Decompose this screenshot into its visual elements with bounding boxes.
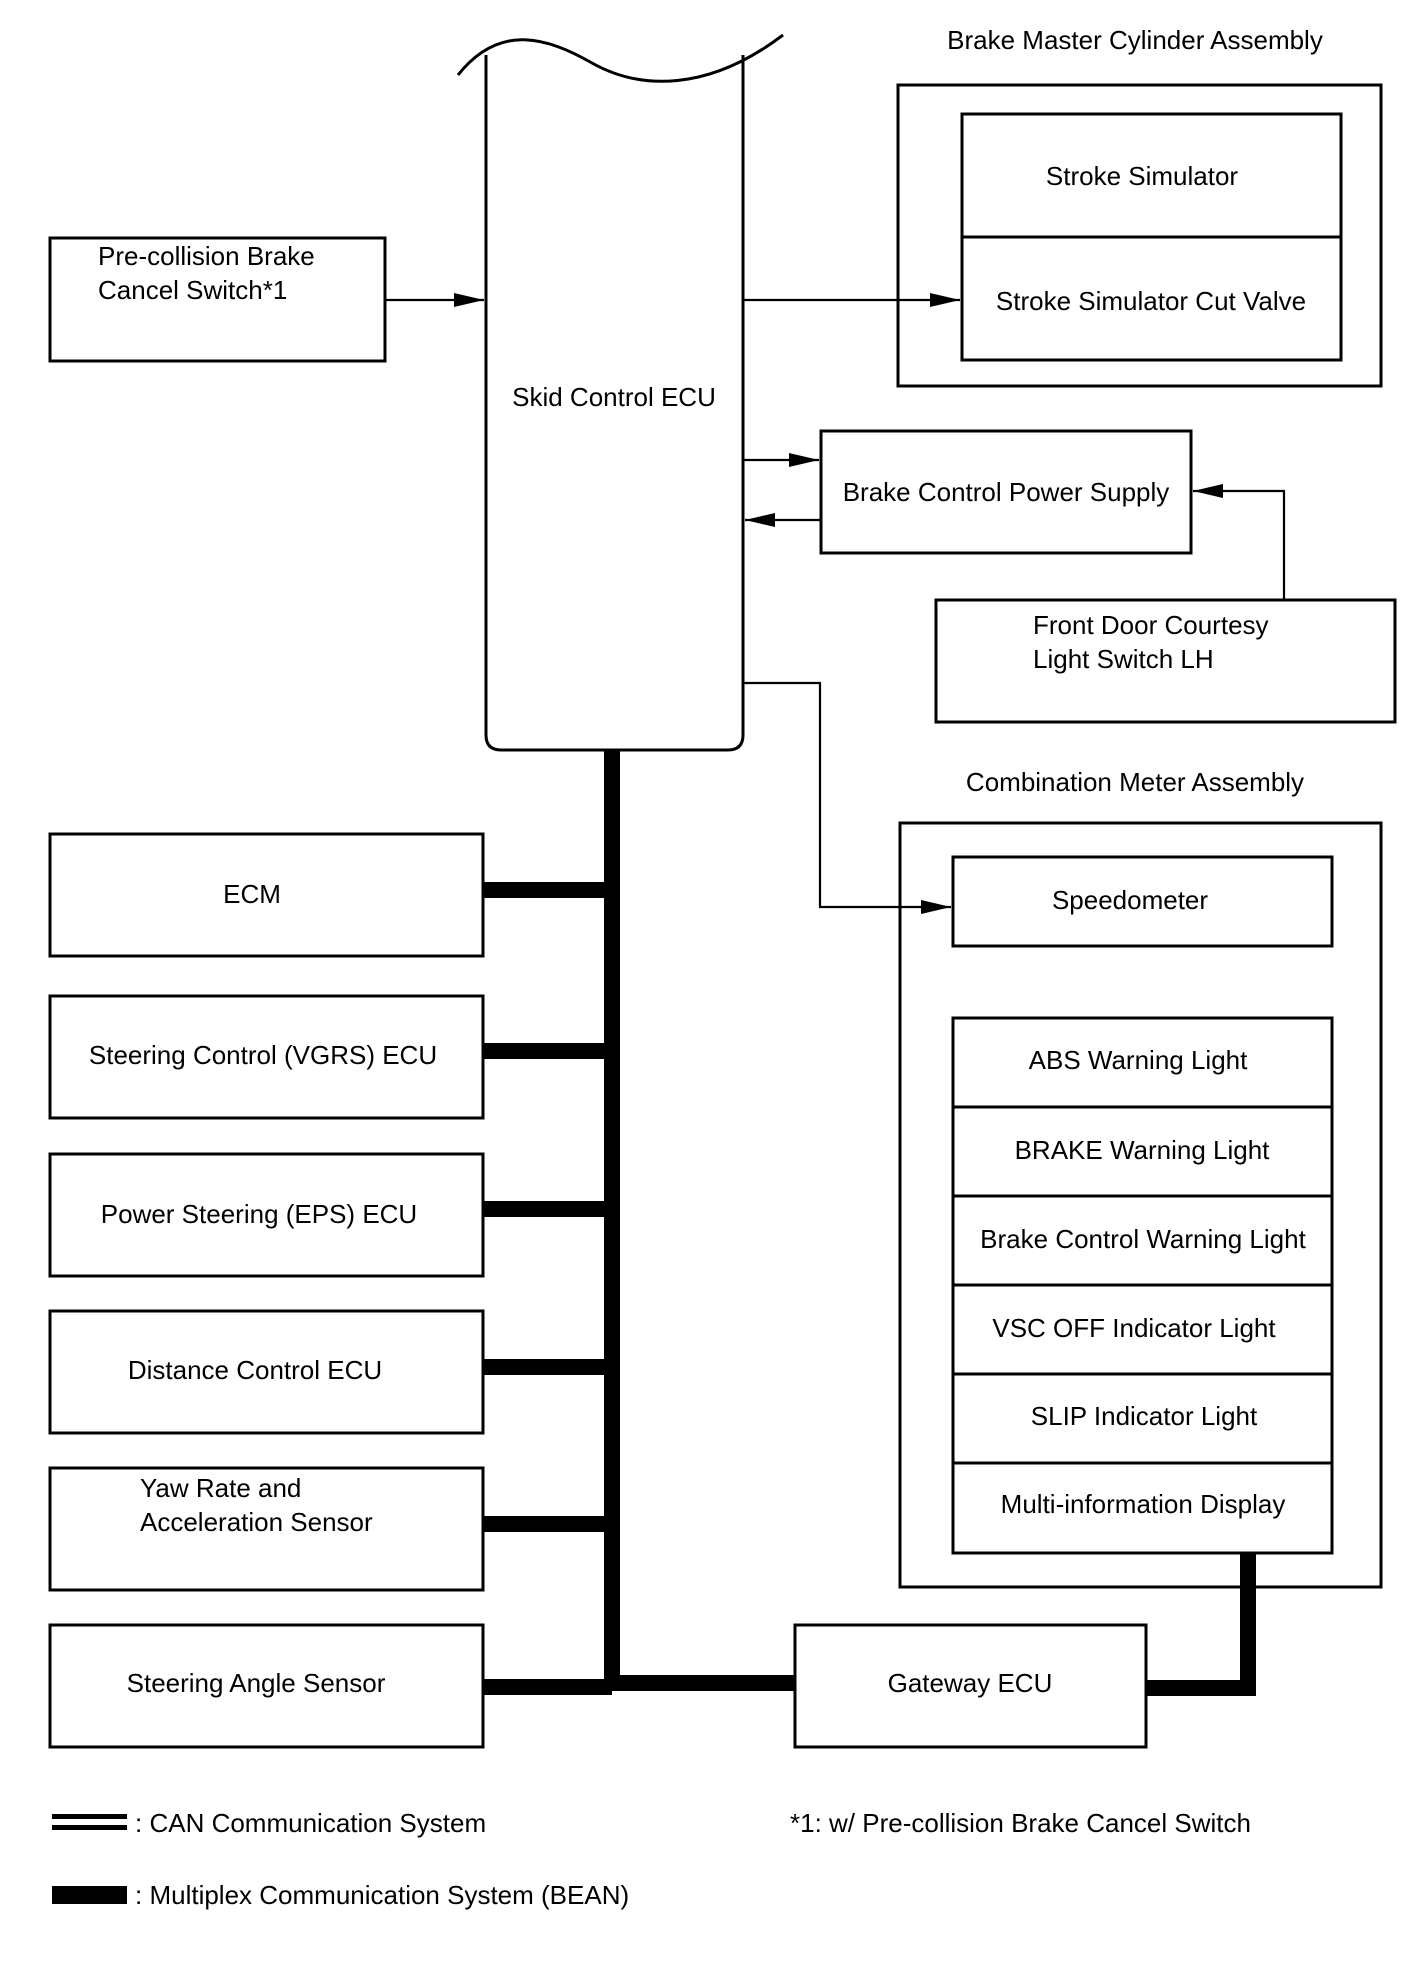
precollision-switch-line1: Pre-collision Brake bbox=[98, 241, 315, 271]
precollision-switch-line2: Cancel Switch*1 bbox=[98, 275, 287, 305]
bean-bus bbox=[1146, 1553, 1256, 1696]
abs-warning-light-label: ABS Warning Light bbox=[1029, 1045, 1248, 1075]
brake-control-power-supply: Brake Control Power Supply bbox=[819, 429, 1193, 555]
brake-control-warning-light-label: Brake Control Warning Light bbox=[980, 1224, 1306, 1254]
speedometer-label: Speedometer bbox=[1052, 885, 1208, 915]
steering-control-vgrs-ecu-box: Steering Control (VGRS) ECU bbox=[48, 994, 485, 1120]
combination-meter-title: Combination Meter Assembly bbox=[966, 767, 1304, 797]
legend: : CAN Communication System : Multiplex C… bbox=[52, 1808, 629, 1910]
stroke-simulator-cut-valve-label: Stroke Simulator Cut Valve bbox=[996, 286, 1306, 316]
slip-indicator-light-label: SLIP Indicator Light bbox=[1031, 1401, 1258, 1431]
steering-angle-sensor-box: Steering Angle Sensor bbox=[48, 1623, 485, 1749]
precollision-brake-cancel-switch: Pre-collision Brake Cancel Switch*1 bbox=[48, 236, 387, 363]
multi-information-display-label: Multi-information Display bbox=[1001, 1489, 1286, 1519]
power-steering-eps-ecu-label: Power Steering (EPS) ECU bbox=[101, 1199, 417, 1229]
yaw-rate-line1: Yaw Rate and bbox=[140, 1473, 301, 1503]
front-door-line2: Light Switch LH bbox=[1033, 644, 1214, 674]
brake-warning-light-label: BRAKE Warning Light bbox=[1015, 1135, 1271, 1165]
power-steering-eps-ecu-box: Power Steering (EPS) ECU bbox=[48, 1152, 485, 1278]
skid-to-speedometer-arrow bbox=[743, 681, 951, 914]
yaw-rate-acceleration-sensor-box: Yaw Rate and Acceleration Sensor bbox=[48, 1466, 485, 1592]
can-bus bbox=[483, 750, 795, 1695]
gateway-ecu-label: Gateway ECU bbox=[888, 1668, 1053, 1698]
footnote: *1: w/ Pre-collision Brake Cancel Switch bbox=[790, 1808, 1251, 1838]
power-supply-label: Brake Control Power Supply bbox=[843, 477, 1170, 507]
legend-bean-symbol bbox=[52, 1886, 127, 1904]
stroke-simulator-label: Stroke Simulator bbox=[1046, 161, 1239, 191]
legend-can-label: : CAN Communication System bbox=[135, 1808, 486, 1838]
front-door-courtesy-light-switch: Front Door Courtesy Light Switch LH bbox=[934, 598, 1397, 724]
front-door-to-power-supply-arrow bbox=[1193, 484, 1286, 600]
steering-angle-sensor-label: Steering Angle Sensor bbox=[127, 1668, 386, 1698]
skid-control-ecu-label: Skid Control ECU bbox=[512, 382, 716, 412]
steering-control-vgrs-ecu-label: Steering Control (VGRS) ECU bbox=[89, 1040, 437, 1070]
gateway-ecu: Gateway ECU bbox=[793, 1623, 1148, 1749]
distance-control-ecu-box: Distance Control ECU bbox=[48, 1309, 485, 1435]
legend-bean-label: : Multiplex Communication System (BEAN) bbox=[135, 1880, 629, 1910]
front-door-line1: Front Door Courtesy bbox=[1033, 610, 1269, 640]
brake-master-cylinder-assembly: Brake Master Cylinder Assembly Stroke Si… bbox=[896, 25, 1383, 388]
combination-meter-assembly: Combination Meter Assembly Speedometer A… bbox=[898, 767, 1383, 1589]
distance-control-ecu-label: Distance Control ECU bbox=[128, 1355, 382, 1385]
skid-control-ecu: Skid Control ECU bbox=[456, 33, 784, 752]
ecm-box: ECM bbox=[48, 832, 485, 958]
yaw-rate-line2: Acceleration Sensor bbox=[140, 1507, 373, 1537]
ecm-label: ECM bbox=[223, 879, 281, 909]
vsc-off-indicator-light-label: VSC OFF Indicator Light bbox=[992, 1313, 1276, 1343]
brake-master-title: Brake Master Cylinder Assembly bbox=[947, 25, 1323, 55]
